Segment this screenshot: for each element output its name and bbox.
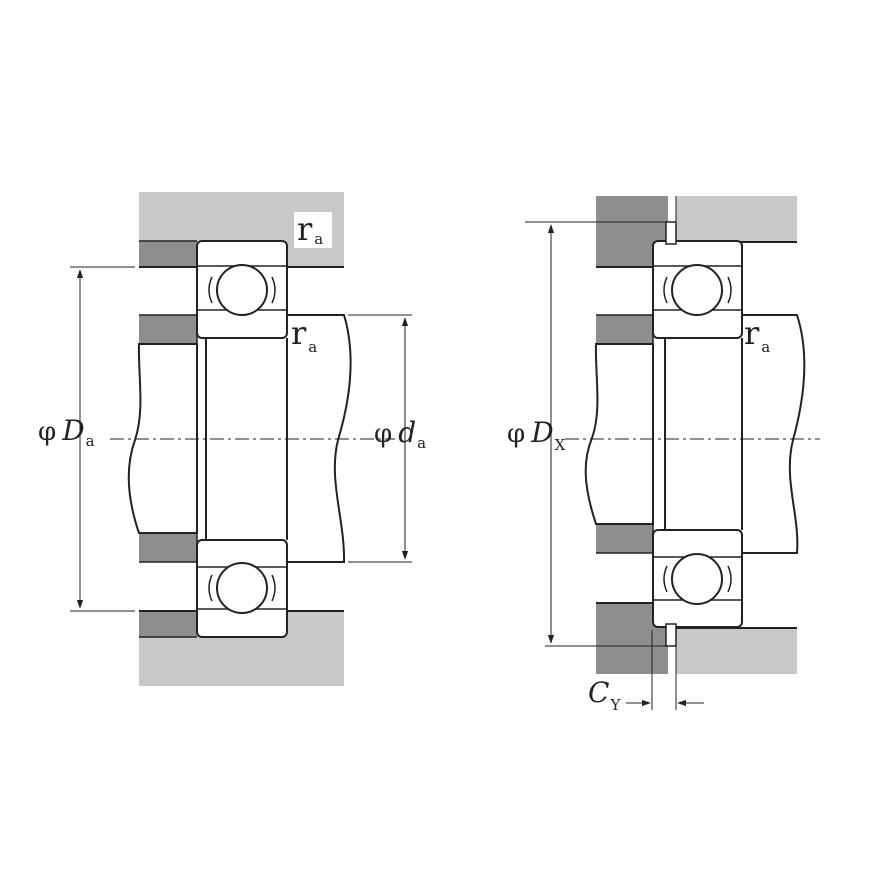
right-snap-ring-upper <box>665 221 677 245</box>
right-shaft-right-end <box>742 314 806 554</box>
left-bearing-lower <box>196 539 288 638</box>
right-ball-upper <box>671 264 723 316</box>
left-housing-shoulder-bottom <box>139 611 197 637</box>
right-Cy-label: CY <box>588 676 621 714</box>
right-bearing-upper <box>652 221 743 339</box>
right-snap-ring-lower <box>665 623 677 647</box>
right-shaft-shoulder-bottom <box>596 524 653 553</box>
left-ball-lower <box>216 562 268 614</box>
right-mounting-figure <box>525 196 820 710</box>
right-ball-lower <box>671 553 723 605</box>
left-ball-upper <box>216 264 268 316</box>
right-shaft-shoulder-top <box>596 315 653 344</box>
right-housing-top-light <box>676 196 797 242</box>
left-shaft-shoulder-bottom <box>139 533 197 562</box>
left-bearing-upper <box>196 240 288 339</box>
left-housing-shoulder-top <box>139 241 197 267</box>
left-shaft-shoulder-top <box>139 315 197 344</box>
right-shaft <box>584 343 654 525</box>
right-bearing-lower <box>652 529 743 647</box>
right-housing-bottom-light <box>676 628 797 674</box>
left-mounting-figure <box>70 192 412 686</box>
